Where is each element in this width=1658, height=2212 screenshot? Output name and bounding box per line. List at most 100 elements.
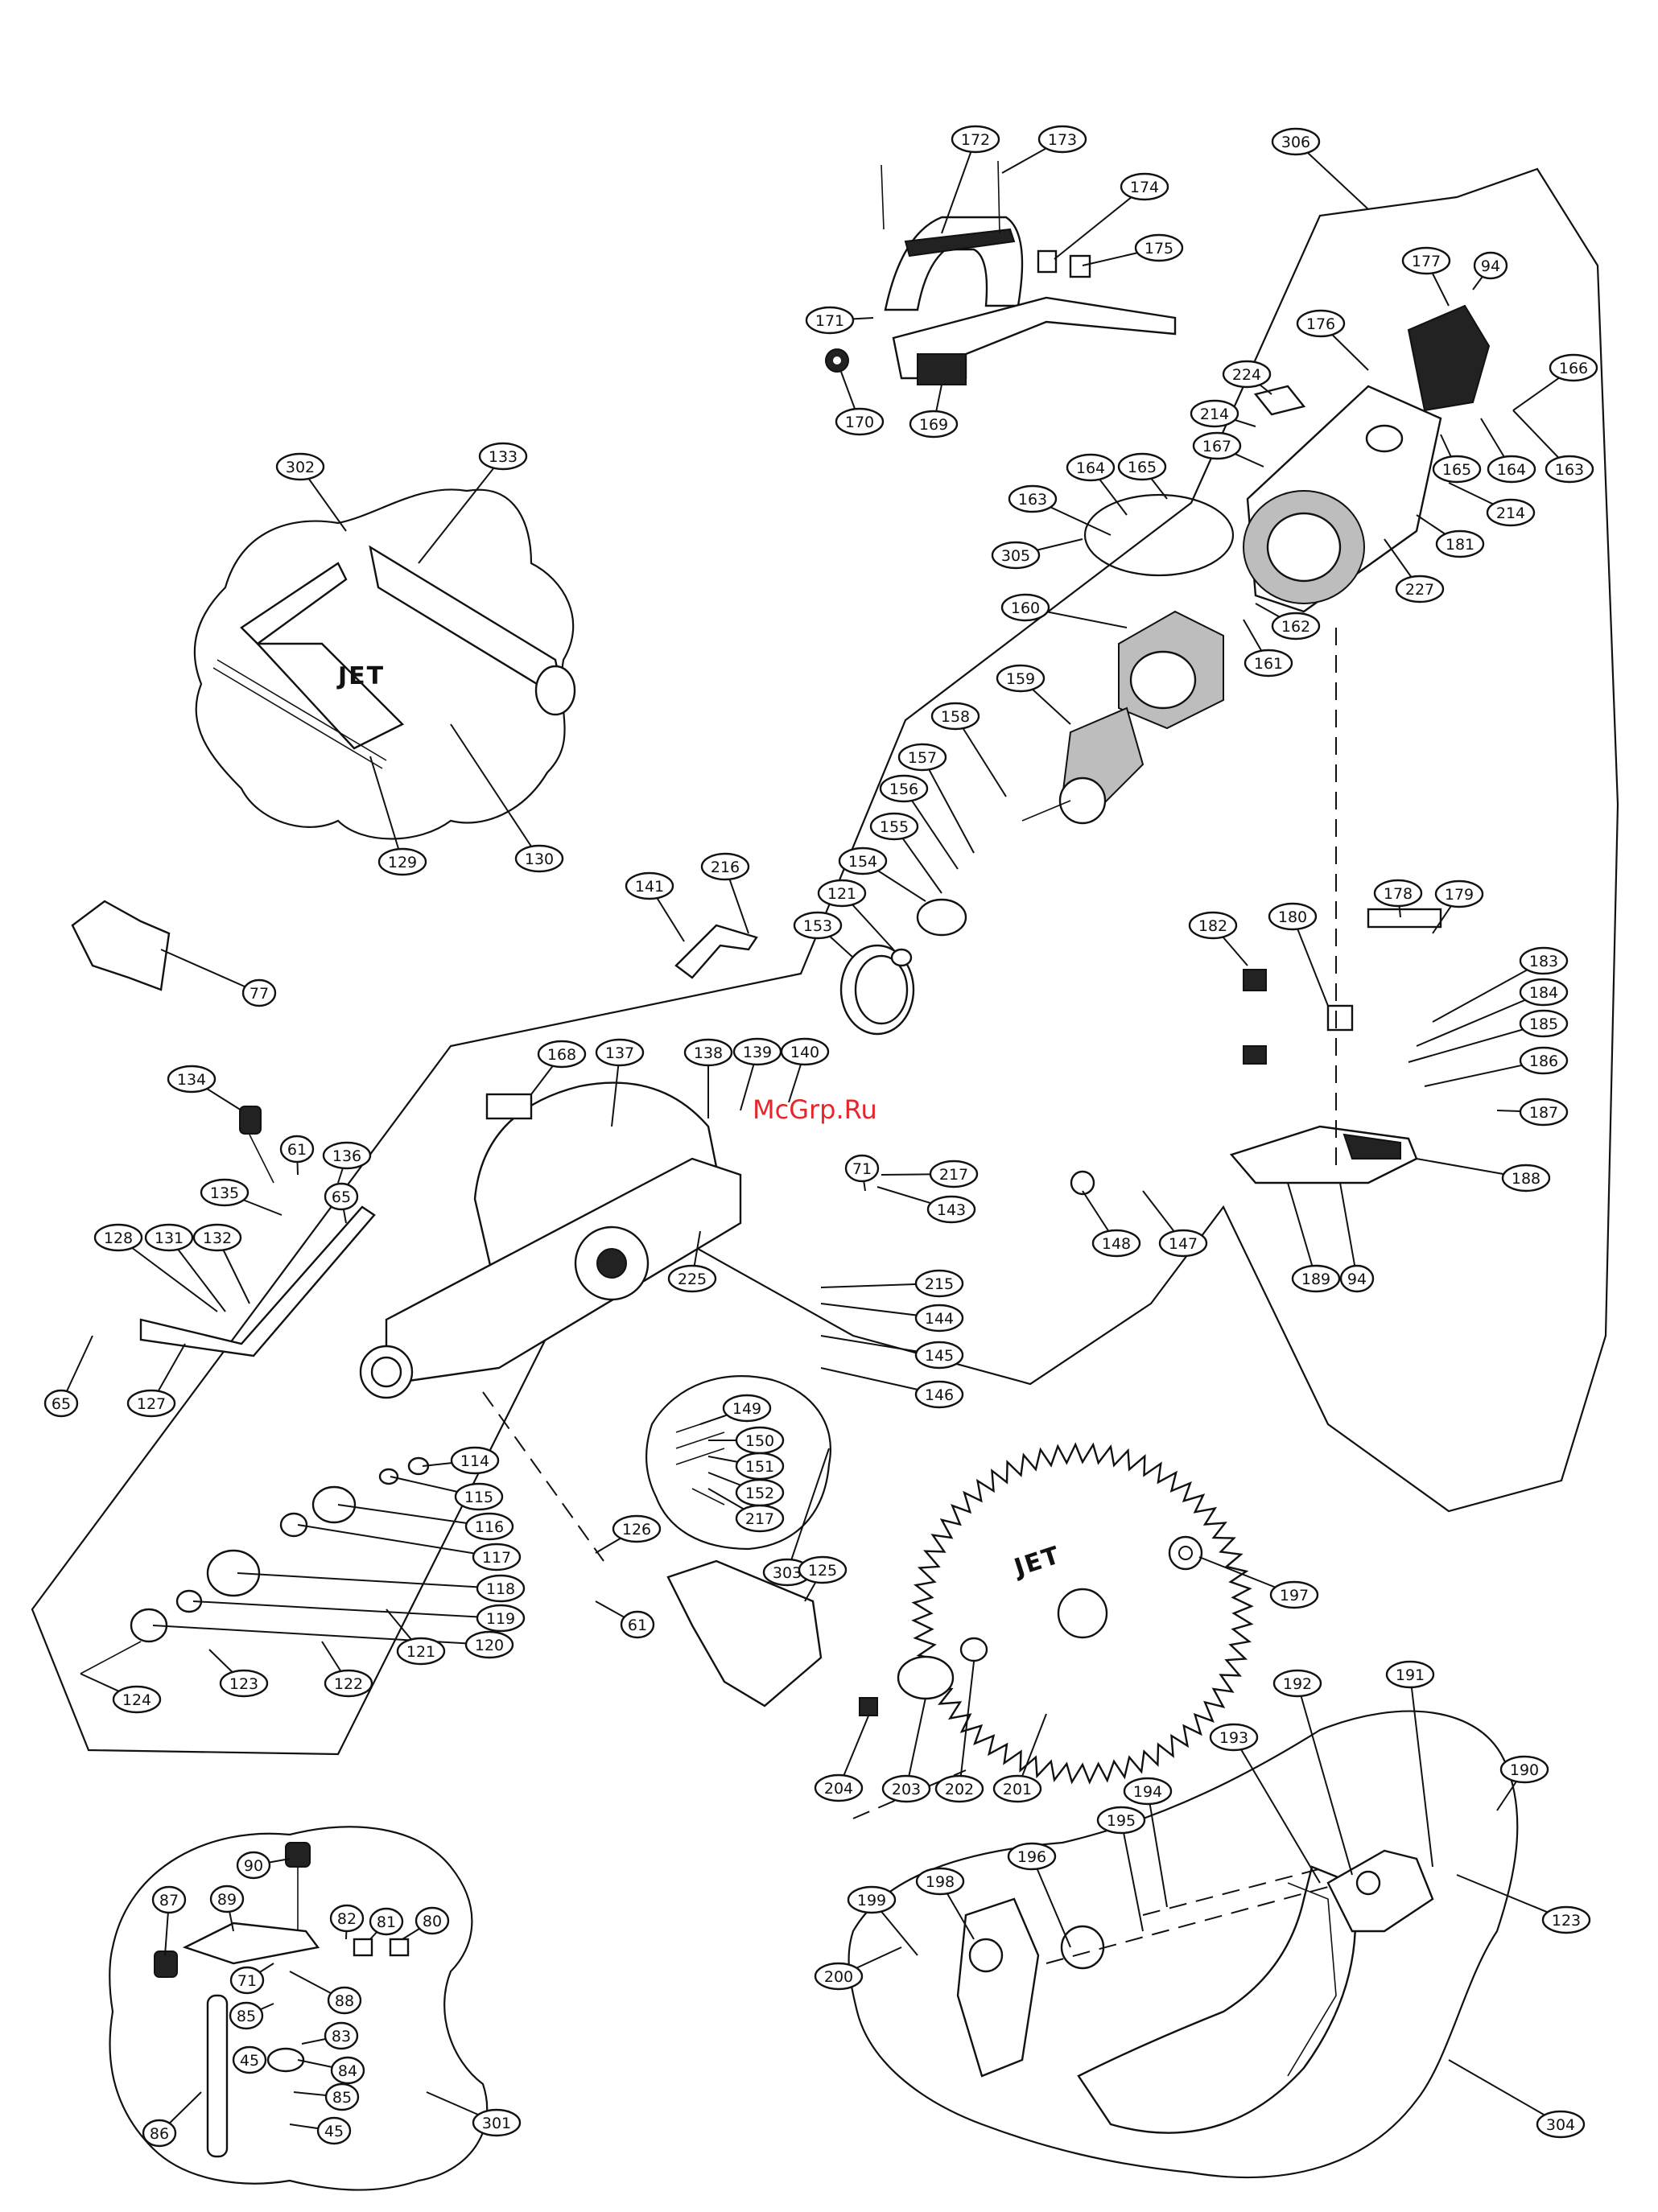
- callout-label: 123: [229, 1675, 258, 1693]
- washer-part-202: [959, 1637, 988, 1662]
- callout-bubble: [991, 541, 1041, 570]
- callout-94: 94: [1473, 251, 1508, 280]
- leader-line: [1233, 1736, 1321, 1884]
- callout-119: 119: [476, 1604, 526, 1633]
- callout-123: 123: [219, 1669, 269, 1698]
- callout-138: 138: [683, 1038, 733, 1067]
- watermark-text: McGrp.Ru: [753, 1094, 877, 1125]
- callout-bubble: [396, 1637, 446, 1666]
- callout-bubble: [915, 1867, 965, 1896]
- callout-bubble: [275, 452, 325, 481]
- callout-83: 83: [324, 2021, 359, 2050]
- callout-label: 199: [857, 1892, 886, 1909]
- callout-123: 123: [1541, 1905, 1591, 1934]
- callout-160: 160: [1000, 593, 1050, 622]
- callout-bubble: [1395, 575, 1445, 603]
- switch-block-part: [917, 353, 967, 385]
- leader-line: [1054, 186, 1145, 260]
- callout-bubble: [1401, 246, 1451, 275]
- callout-label: 224: [1232, 366, 1261, 384]
- callout-label: 178: [1384, 885, 1413, 903]
- callout-label: 194: [1133, 1783, 1162, 1801]
- callout-bubble: [329, 1904, 365, 1933]
- callout-label: 185: [1529, 1015, 1558, 1033]
- callout-bubble: [1188, 911, 1238, 940]
- callout-label: 189: [1301, 1271, 1330, 1288]
- callout-197: 197: [1269, 1580, 1319, 1609]
- callout-bubble: [1373, 879, 1423, 908]
- callout-bubble: [1519, 946, 1569, 975]
- callout-label: 215: [925, 1275, 954, 1293]
- callout-125: 125: [798, 1555, 848, 1584]
- callout-204: 204: [814, 1773, 864, 1802]
- callout-bubble: [914, 1269, 964, 1298]
- callout-label: 137: [605, 1044, 634, 1062]
- callout-label: 141: [635, 878, 664, 896]
- callout-201: 201: [992, 1774, 1042, 1803]
- callout-label: 45: [240, 2052, 259, 2070]
- callout-label: 203: [892, 1781, 921, 1798]
- callout-bubble: [934, 1774, 984, 1803]
- callout-168: 168: [537, 1040, 587, 1069]
- bracket-part-141: [674, 924, 758, 979]
- callout-bubble: [798, 1555, 848, 1584]
- callout-bubble: [1473, 251, 1508, 280]
- callout-label: 217: [939, 1166, 968, 1184]
- callout-bubble: [209, 1885, 245, 1913]
- leader-line: [1297, 1683, 1353, 1876]
- leader-line: [418, 455, 504, 564]
- callout-189: 189: [1291, 1264, 1341, 1293]
- callout-143: 143: [926, 1195, 976, 1224]
- callout-203: 203: [881, 1774, 931, 1803]
- callout-85: 85: [229, 2001, 264, 2030]
- callout-bubble: [454, 1482, 504, 1511]
- callout-129: 129: [377, 847, 427, 876]
- leader-line: [1432, 960, 1545, 1023]
- callout-164: 164: [1066, 453, 1116, 482]
- callout-bubble: [996, 664, 1046, 693]
- callout-label: 86: [150, 2125, 169, 2143]
- callout-71: 71: [844, 1154, 880, 1183]
- callout-bubble: [241, 978, 277, 1007]
- callout-bubble: [1385, 1660, 1435, 1689]
- callout-bubble: [1222, 360, 1272, 389]
- callout-label: 133: [489, 448, 518, 466]
- callout-bubble: [324, 2021, 359, 2050]
- callout-bubble: [1541, 1905, 1591, 1934]
- svg-text:JET: JET: [336, 662, 385, 690]
- callout-label: 139: [743, 1044, 772, 1061]
- dust-adapter-part: [71, 900, 171, 991]
- callout-199: 199: [847, 1885, 897, 1914]
- leader-line: [1416, 991, 1545, 1047]
- callout-label: 121: [827, 885, 856, 903]
- callout-bubble: [464, 1512, 514, 1541]
- callout-label: 121: [406, 1643, 435, 1661]
- callout-bubble: [236, 1851, 271, 1880]
- callout-bubble: [1037, 125, 1087, 154]
- callout-label: 150: [745, 1432, 774, 1450]
- callout-label: 131: [155, 1230, 184, 1247]
- callout-label: 119: [486, 1610, 515, 1628]
- callout-label: 88: [335, 1992, 354, 2010]
- callout-bubble: [620, 1610, 655, 1639]
- callout-bubble: [897, 743, 947, 772]
- callout-214: 214: [1190, 399, 1239, 428]
- callout-214: 214: [1486, 498, 1536, 527]
- callout-label: 164: [1076, 459, 1105, 477]
- callout-185: 185: [1519, 1009, 1569, 1038]
- callout-label: 140: [790, 1044, 819, 1061]
- callout-label: 85: [237, 2008, 256, 2025]
- callout-bubble: [838, 846, 888, 875]
- callout-label: 164: [1497, 461, 1526, 479]
- callout-82: 82: [329, 1904, 365, 1933]
- callout-label: 159: [1006, 670, 1035, 688]
- lever-part-127: [139, 1205, 376, 1357]
- knob-part-134: [239, 1106, 262, 1135]
- callout-bubble: [1519, 1098, 1569, 1127]
- callout-label: 65: [52, 1395, 71, 1413]
- callout-bubble: [151, 1885, 187, 1914]
- callout-bubble: [324, 2082, 360, 2111]
- callout-label: 85: [332, 2089, 352, 2107]
- callout-label: 83: [332, 2028, 351, 2045]
- callout-171: 171: [805, 306, 855, 335]
